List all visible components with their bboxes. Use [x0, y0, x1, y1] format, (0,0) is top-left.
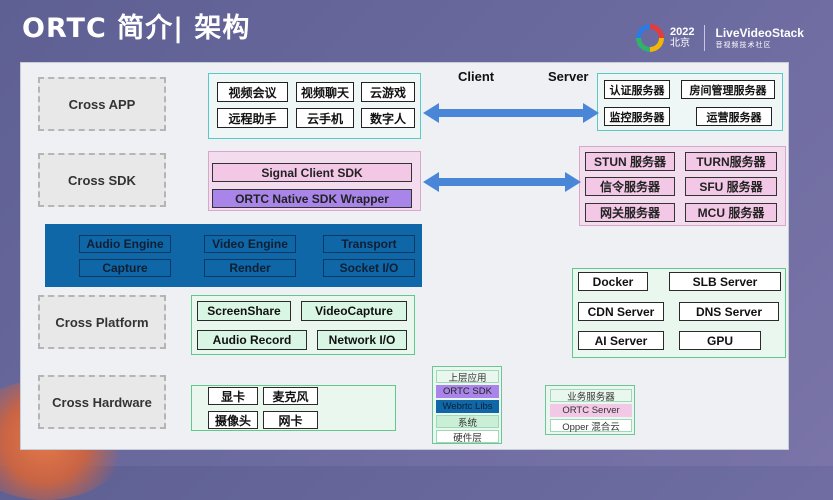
audio-engine: Audio Engine — [79, 235, 171, 253]
legend-hardware: 硬件层 — [436, 430, 499, 444]
logo-city: 北京 — [670, 38, 690, 49]
app-digital-human: 数字人 — [361, 108, 415, 128]
cdn-server: CDN Server — [578, 302, 664, 321]
legend-hybrid-cloud: Opper 混合云 — [550, 419, 632, 433]
layer-cross-sdk: Cross SDK — [38, 153, 166, 207]
video-engine: Video Engine — [204, 235, 296, 253]
logo-tagline: 音视频技术社区 — [715, 42, 772, 49]
logo-year: 2022 — [670, 26, 695, 38]
sdk-to-server-arrow-icon — [423, 172, 581, 192]
app-to-server-arrow-icon — [423, 103, 599, 123]
screen-share: ScreenShare — [197, 301, 291, 321]
signaling-server: 信令服务器 — [585, 177, 675, 196]
gateway-server: 网关服务器 — [585, 203, 675, 222]
client-legend: 上层应用 ORTC SDK Webrtc Libs 系统 硬件层 — [432, 366, 502, 444]
legend-ortc-sdk: ORTC SDK — [436, 385, 499, 398]
sfu-server: SFU 服务器 — [685, 177, 777, 196]
client-label: Client — [458, 69, 495, 84]
room-management-server: 房间管理服务器 — [681, 80, 775, 99]
server-label: Server — [548, 69, 589, 84]
mcu-server: MCU 服务器 — [685, 203, 777, 222]
docker: Docker — [578, 272, 648, 291]
legend-system: 系统 — [436, 415, 499, 429]
monitor-server: 监控服务器 — [604, 107, 670, 126]
ai-server: AI Server — [578, 331, 664, 350]
capture: Capture — [79, 259, 171, 277]
signal-client-sdk: Signal Client SDK — [212, 163, 412, 182]
legend-webrtc-libs: Webrtc Libs — [436, 400, 499, 413]
auth-server: 认证服务器 — [604, 80, 670, 99]
ortc-native-sdk-wrapper: ORTC Native SDK Wrapper — [212, 189, 412, 208]
app-cloud-phone: 云手机 — [296, 108, 354, 128]
layer-cross-app: Cross APP — [38, 77, 166, 131]
engine-group — [45, 224, 422, 287]
network-io: Network I/O — [317, 330, 407, 350]
transport: Transport — [323, 235, 415, 253]
server-legend: 业务服务器 ORTC Server Opper 混合云 — [545, 385, 635, 435]
event-logo: 2022 北京 LiveVideoStack 音视频技术社区 — [636, 24, 804, 52]
audio-record: Audio Record — [197, 330, 307, 350]
operation-server: 运营服务器 — [696, 107, 772, 126]
app-video-chat: 视频聊天 — [296, 82, 354, 102]
logo-brand: LiveVideoStack — [715, 26, 804, 40]
video-capture: VideoCapture — [301, 301, 407, 321]
legend-upper-app: 上层应用 — [436, 370, 499, 384]
hw-camera: 摄像头 — [208, 411, 258, 429]
legend-business-server: 业务服务器 — [550, 389, 632, 403]
app-video-conference: 视频会议 — [217, 82, 288, 102]
layer-cross-platform: Cross Platform — [38, 295, 166, 349]
gpu: GPU — [679, 331, 761, 350]
render: Render — [204, 259, 296, 277]
logo-ring-icon — [636, 24, 664, 52]
slb-server: SLB Server — [669, 272, 781, 291]
architecture-diagram: Cross APP Cross SDK Cross Platform Cross… — [20, 62, 789, 450]
hw-graphics-card: 显卡 — [208, 387, 258, 405]
stun-server: STUN 服务器 — [585, 152, 675, 171]
hw-microphone: 麦克风 — [263, 387, 318, 405]
socket-io: Socket I/O — [323, 259, 415, 277]
layer-cross-hardware: Cross Hardware — [38, 375, 166, 429]
turn-server: TURN服务器 — [685, 152, 777, 171]
app-remote-assistant: 远程助手 — [217, 108, 288, 128]
hw-network-card: 网卡 — [263, 411, 318, 429]
slide-title: ORTC 简介| 架构 — [22, 13, 251, 44]
app-cloud-gaming: 云游戏 — [361, 82, 415, 102]
legend-ortc-server: ORTC Server — [550, 404, 632, 417]
dns-server: DNS Server — [679, 302, 779, 321]
